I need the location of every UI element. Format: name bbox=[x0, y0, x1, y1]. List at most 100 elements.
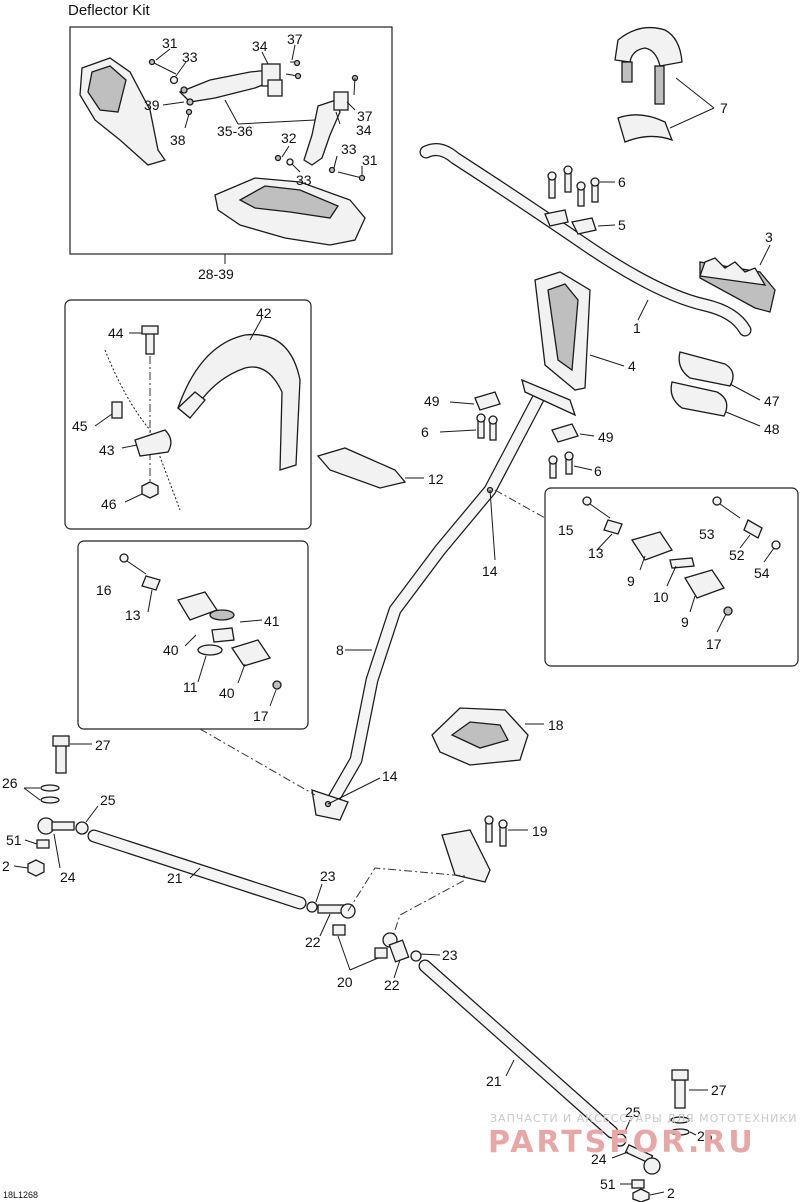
bolt-15-part bbox=[582, 496, 623, 535]
callout-49b: 49 bbox=[598, 429, 614, 445]
deflector-bracket-upper bbox=[178, 63, 283, 103]
callout-8: 8 bbox=[336, 642, 344, 658]
callout-37a: 37 bbox=[287, 31, 303, 47]
callout-24a: 24 bbox=[60, 869, 76, 885]
steering-arm-19-part bbox=[441, 815, 508, 883]
bar-end-48-part bbox=[670, 381, 728, 417]
watermark-line2: PARTSFOR.RU bbox=[488, 1125, 756, 1160]
tie-rod-end-9-part bbox=[630, 531, 733, 616]
support-plate-part bbox=[316, 447, 407, 489]
callout-27a: 27 bbox=[95, 737, 111, 753]
callout-40b: 40 bbox=[219, 685, 235, 701]
nut-2a-part bbox=[27, 859, 45, 877]
callout-3: 3 bbox=[765, 229, 773, 245]
column-bracket-hardware bbox=[474, 391, 579, 479]
callout-10: 10 bbox=[653, 589, 669, 605]
callout-9a: 9 bbox=[627, 573, 635, 589]
callout-11: 11 bbox=[183, 679, 198, 695]
bolt-27b-part bbox=[671, 1069, 689, 1109]
callout-27b: 27 bbox=[711, 1082, 727, 1098]
callout-52: 52 bbox=[729, 547, 745, 563]
callout-22a: 22 bbox=[305, 934, 321, 950]
deflector-kit-title: Deflector Kit bbox=[68, 2, 151, 19]
callout-13a: 13 bbox=[588, 545, 604, 561]
callout-33a: 33 bbox=[182, 49, 198, 65]
callout-21b: 21 bbox=[486, 1073, 502, 1089]
callout-31a: 31 bbox=[162, 35, 178, 51]
bar-end-47-part bbox=[678, 351, 734, 387]
callout-20: 20 bbox=[337, 974, 353, 990]
detail-box-left-lower bbox=[77, 540, 309, 730]
callout-37b: 37 bbox=[357, 108, 373, 124]
callout-34a: 34 bbox=[252, 38, 268, 54]
callout-43: 43 bbox=[99, 442, 115, 458]
deflector-leaders bbox=[155, 44, 363, 176]
callout-49a: 49 bbox=[424, 393, 440, 409]
callout-13b: 13 bbox=[125, 607, 141, 623]
detail-box-right bbox=[544, 487, 799, 667]
deflector-left-part bbox=[79, 57, 167, 166]
handlebar-bolts-upper bbox=[547, 165, 600, 207]
callout-24b: 24 bbox=[591, 1151, 607, 1167]
callout-25a: 25 bbox=[100, 792, 116, 808]
callout-28-39: 28-39 bbox=[198, 266, 234, 282]
deflector-bracket-lower bbox=[303, 91, 349, 166]
callout-6b: 6 bbox=[421, 424, 429, 440]
callout-44: 44 bbox=[108, 325, 124, 341]
spacer-20b-part bbox=[374, 947, 388, 959]
callout-4: 4 bbox=[628, 358, 636, 374]
callout-53: 53 bbox=[699, 526, 715, 542]
clamp-43-part bbox=[134, 429, 172, 457]
callout-34b: 34 bbox=[356, 122, 372, 138]
callout-1: 1 bbox=[633, 320, 641, 336]
tie-rod-21a-part bbox=[87, 829, 307, 910]
callout-46: 46 bbox=[101, 496, 117, 512]
callout-33c: 33 bbox=[296, 172, 312, 188]
callout-51b: 51 bbox=[600, 1176, 616, 1192]
callout-40a: 40 bbox=[163, 642, 179, 658]
watermark-line1: ЗАПЧАСТИ И АКСЕССУАРЫ ДЛЯ МОТОТЕХНИКИ bbox=[490, 1112, 797, 1125]
callout-35-36: 35-36 bbox=[217, 123, 253, 139]
callout-25b: 25 bbox=[625, 1104, 641, 1120]
callout-19: 19 bbox=[532, 823, 548, 839]
bolt-53-part bbox=[712, 496, 781, 550]
callout-7: 7 bbox=[720, 100, 728, 116]
callout-18: 18 bbox=[548, 717, 564, 733]
callout-14b: 14 bbox=[382, 768, 398, 784]
spacer-45-part bbox=[111, 401, 123, 419]
handlebar-clamp-caps bbox=[544, 209, 597, 235]
cover-18-part bbox=[431, 707, 529, 766]
rod-end-40-part bbox=[177, 591, 282, 690]
steering-pad-part bbox=[177, 333, 301, 471]
detail-box-42-46 bbox=[64, 299, 312, 530]
callout-38: 38 bbox=[170, 132, 186, 148]
callout-32: 32 bbox=[281, 130, 297, 146]
bushing-11-41-part bbox=[197, 609, 235, 656]
jam-nut-25b-part bbox=[613, 1133, 627, 1147]
figure-code: 18L1268 bbox=[3, 1190, 38, 1200]
callout-9b: 9 bbox=[681, 614, 689, 630]
riser-block-part bbox=[534, 271, 591, 391]
callout-2b: 2 bbox=[667, 1185, 675, 1201]
nut-2b-part bbox=[632, 1188, 650, 1202]
deflector-right-part bbox=[214, 177, 366, 246]
washer-26a-part bbox=[40, 784, 60, 792]
callout-26b: 26 bbox=[697, 1128, 713, 1144]
callout-54: 54 bbox=[754, 565, 770, 581]
callout-47: 47 bbox=[764, 393, 780, 409]
callout-14a: 14 bbox=[482, 563, 498, 579]
handlebar-part bbox=[419, 143, 752, 337]
spacer-10-part bbox=[669, 557, 695, 569]
handlebar-grip-part bbox=[699, 257, 776, 313]
spacer-20a-part bbox=[332, 924, 346, 936]
callout-41: 41 bbox=[264, 613, 280, 629]
handlebar-pad-part bbox=[614, 26, 683, 143]
callout-39: 39 bbox=[144, 97, 160, 113]
callout-12: 12 bbox=[428, 471, 444, 487]
callout-5: 5 bbox=[618, 217, 626, 233]
nut-46-part bbox=[141, 481, 159, 499]
callout-22b: 22 bbox=[384, 977, 400, 993]
bolt-44-part bbox=[141, 325, 159, 355]
tie-rod-end-24b-part bbox=[624, 1144, 661, 1175]
